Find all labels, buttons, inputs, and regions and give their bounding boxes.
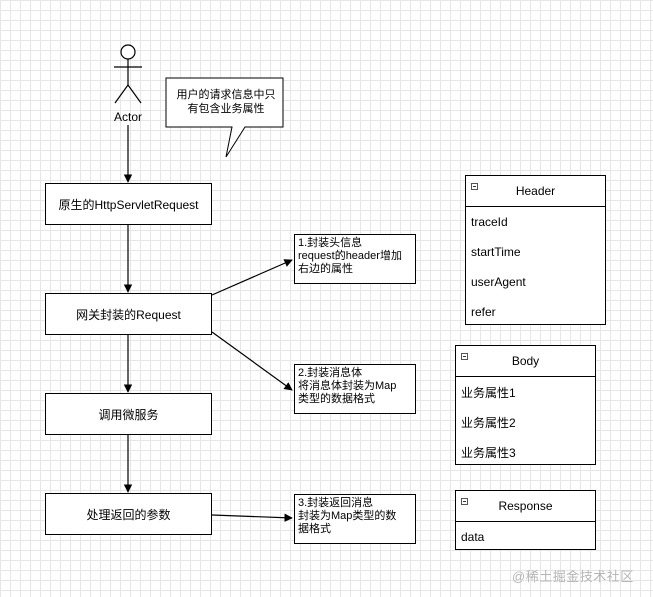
class-body-field: 业务属性3 xyxy=(461,445,516,460)
actor-label: Actor xyxy=(113,110,142,124)
class-body-title: Body xyxy=(511,354,540,368)
step-gateway-request-label: 网关封装的Request xyxy=(76,307,181,322)
class-response-title-bar: Response xyxy=(456,491,595,522)
class-response-field: data xyxy=(461,530,485,544)
arrow-step2-to-note2 xyxy=(211,331,293,391)
class-header[interactable]: Header traceId startTime userAgent refer xyxy=(465,175,606,325)
step-process-response[interactable]: 处理返回的参数 xyxy=(45,493,212,535)
step-native-request[interactable]: 原生的HttpServletRequest xyxy=(45,183,212,225)
note-wrap-header[interactable]: 1.封装头信息 request的header增加 右边的属性 xyxy=(294,234,416,284)
class-header-field: startTime xyxy=(471,245,521,259)
step-call-microservice-label: 调用微服务 xyxy=(98,407,159,422)
class-header-field: traceId xyxy=(471,215,508,229)
note-wrap-body[interactable]: 2.封装消息体 将消息体封装为Map 类型的数据格式 xyxy=(294,364,416,414)
collapse-icon[interactable] xyxy=(471,183,478,190)
class-header-title-bar: Header xyxy=(466,176,605,207)
class-body[interactable]: Body 业务属性1 业务属性2 业务属性3 xyxy=(455,345,596,465)
step-call-microservice[interactable]: 调用微服务 xyxy=(45,393,212,435)
class-header-field: refer xyxy=(471,305,496,319)
step-process-response-label: 处理返回的参数 xyxy=(86,507,171,522)
actor-figure xyxy=(114,44,142,104)
class-body-field: 业务属性2 xyxy=(461,415,516,430)
callout-bubble xyxy=(165,77,284,158)
class-header-field: userAgent xyxy=(471,275,526,289)
step-native-request-label: 原生的HttpServletRequest xyxy=(58,197,199,212)
collapse-icon[interactable] xyxy=(461,498,468,505)
class-header-title: Header xyxy=(515,184,556,198)
watermark: @稀土掘金技术社区 xyxy=(512,569,634,584)
callout-text: 用户的请求信息中只 有包含业务属性 xyxy=(176,89,276,115)
class-body-title-bar: Body xyxy=(456,346,595,377)
note-wrap-response[interactable]: 3.封装返回消息 封装为Map类型的数 据格式 xyxy=(294,494,416,544)
arrow-step4-to-note3 xyxy=(211,513,293,522)
collapse-icon[interactable] xyxy=(461,353,468,360)
class-body-field: 业务属性1 xyxy=(461,385,516,400)
class-response[interactable]: Response data xyxy=(455,490,596,550)
arrow-step2-to-note1 xyxy=(211,259,293,296)
step-gateway-request[interactable]: 网关封装的Request xyxy=(45,293,212,335)
class-response-title: Response xyxy=(498,499,553,513)
